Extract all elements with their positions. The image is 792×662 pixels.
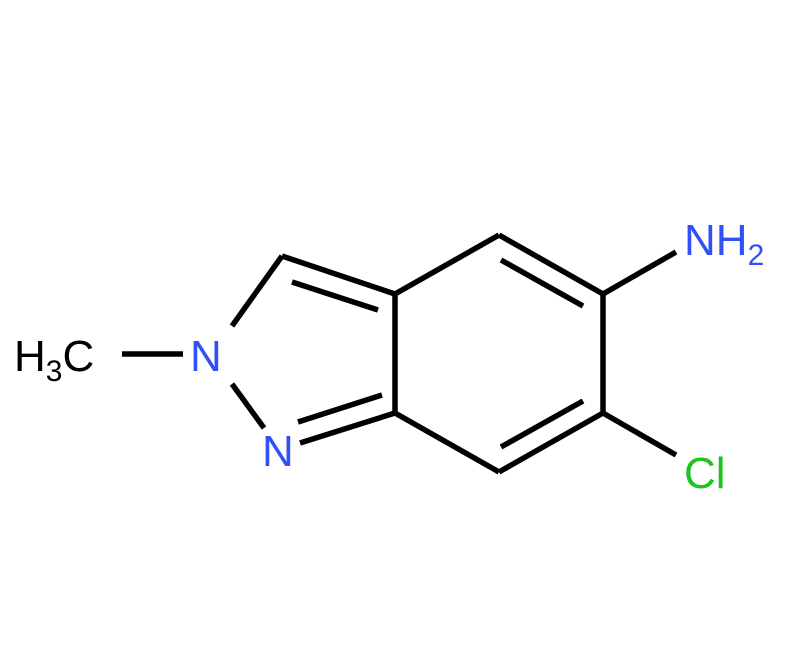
bond-c4-c5 <box>497 232 605 297</box>
bond-n2-c7a <box>299 410 396 446</box>
bond-c3-c3a <box>281 253 396 297</box>
bond-c6-c7-inner <box>499 398 585 450</box>
amine-label: NH2 <box>684 216 764 272</box>
bond-c6-cl <box>601 410 678 458</box>
bond-c7-c7a <box>393 410 501 475</box>
bond-c3a-c4 <box>393 232 501 297</box>
bond-c4-c5-inner <box>499 257 585 309</box>
bond-c6-c7 <box>497 410 605 475</box>
bond-c3-c3a-inner <box>291 279 379 313</box>
n2-label: N <box>262 427 294 476</box>
atom-labels: H3C N N NH2 Cl <box>14 216 764 498</box>
chloro-label: Cl <box>684 449 726 498</box>
bond-n1-c3 <box>229 254 285 328</box>
bond-c5-amine <box>601 249 678 297</box>
methyl-label: H3C <box>14 332 94 388</box>
bonds <box>122 232 678 475</box>
bond-n2-c7a-inner <box>297 392 383 425</box>
bond-n1-n2 <box>229 382 267 430</box>
n1-label: N <box>190 332 222 381</box>
